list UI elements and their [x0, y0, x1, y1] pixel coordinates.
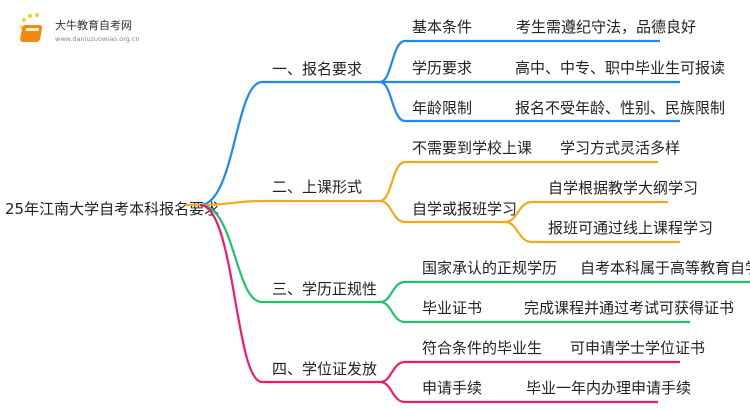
branch-3: 三、学历正规性 国家承认的正规学历 自考本科属于高等教育自学考试 毕业证书 完成… — [199, 203, 750, 324]
node-detail: 学习方式灵活多样 — [560, 139, 680, 157]
logo-title: 大牛教育自考网 — [55, 18, 132, 32]
node-detail: 考生需遵纪守法，品德良好 — [516, 18, 696, 36]
node-detail: 报班可通过线上课程学习 — [548, 219, 713, 237]
branch-label: 三、学历正规性 — [272, 280, 377, 298]
node-label: 毕业证书 — [422, 299, 482, 317]
branch-1: 一、报名要求 基本条件 考生需遵纪守法，品德良好 学历要求 高中、中专、职中毕业… — [199, 18, 725, 207]
node-label: 申请手续 — [422, 379, 482, 397]
node-label: 符合条件的毕业生 — [422, 339, 542, 357]
branch-label: 二、上课形式 — [272, 178, 362, 196]
branch-label: 四、学位证发放 — [272, 360, 377, 378]
branch-label: 一、报名要求 — [272, 60, 362, 78]
node-detail: 报名不受年龄、性别、民族限制 — [515, 99, 725, 117]
node-detail: 自学根据教学大纲学习 — [548, 179, 698, 197]
book-icon — [19, 13, 43, 42]
branch-4: 四、学位证发放 符合条件的毕业生 可申请学士学位证书 申请手续 毕业一年内办理申… — [199, 203, 705, 404]
node-label: 年龄限制 — [412, 99, 472, 117]
node-label: 基本条件 — [412, 18, 472, 36]
node-label: 学历要求 — [412, 59, 472, 77]
node-detail: 高中、中专、职中毕业生可报读 — [515, 59, 725, 77]
root-topic: 25年江南大学自考本科报名要求 — [5, 200, 219, 218]
branch-2: 二、上课形式 不需要到学校上课 学习方式灵活多样 自学或报班学习 自学根据教学大… — [199, 139, 713, 244]
logo: 大牛教育自考网 www.daniuzuowiao.org.cn — [19, 13, 140, 43]
node-detail: 完成课程并通过考试可获得证书 — [524, 299, 734, 317]
logo-url: www.daniuzuowiao.org.cn — [55, 35, 140, 43]
node-detail: 自考本科属于高等教育自学考试 — [580, 259, 750, 277]
node-label: 不需要到学校上课 — [412, 139, 532, 157]
node-label: 国家承认的正规学历 — [422, 259, 557, 277]
node-detail: 毕业一年内办理申请手续 — [526, 379, 691, 397]
node-label: 自学或报班学习 — [412, 200, 517, 218]
node-detail: 可申请学士学位证书 — [570, 339, 705, 357]
